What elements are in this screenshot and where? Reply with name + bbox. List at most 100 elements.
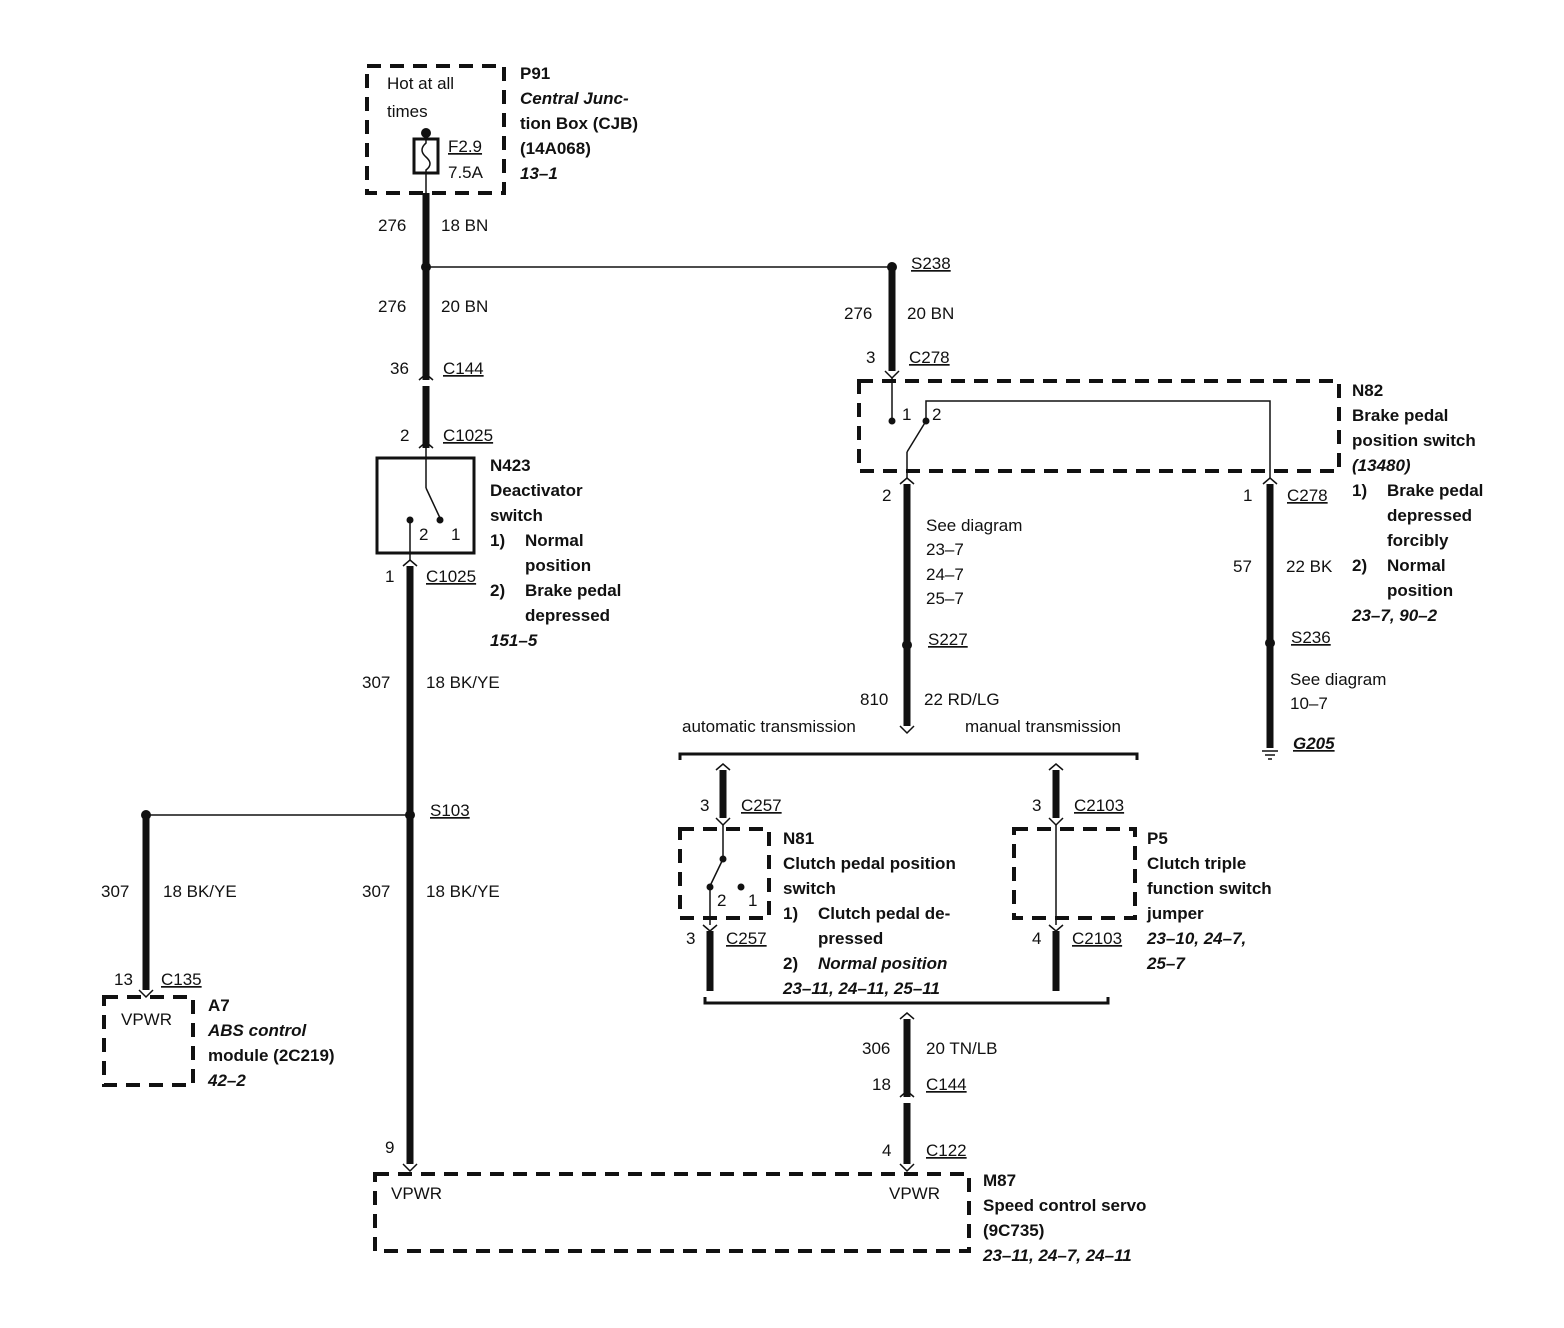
a7-vpwr-label: VPWR (121, 1010, 172, 1029)
c135-name: C135 (161, 970, 202, 989)
n81-pin-2: 2 (717, 891, 726, 910)
c1025-top-pin: 2 (400, 426, 409, 445)
n423-name-line2: switch (490, 506, 543, 525)
c257-top-name: C257 (741, 796, 782, 815)
m87-speed-control-servo: VPWR VPWR M87 Speed control servo (9C735… (373, 1171, 1146, 1265)
n423-item1-line2: position (525, 556, 591, 575)
p5-reference-line1: 23–10, 24–7, (1146, 929, 1246, 948)
a7-abs-branch: 307 18 BK/YE 13 C135 VPWR A7 ABS control… (101, 810, 410, 1090)
label-manual-transmission: manual transmission (965, 717, 1121, 736)
wire-307-main: 1 C1025 307 18 BK/YE S103 307 18 BK/YE 9 (362, 559, 500, 1173)
wire-57: 1 C278 57 22 BK S236 See diagram 10–7 G2… (1233, 477, 1386, 760)
n82-code: N82 (1352, 381, 1383, 400)
n82-name-line2: position switch (1352, 431, 1476, 450)
wire-276-right: S238 276 20 BN 3 C278 (844, 254, 954, 380)
m87-part-number: (9C735) (983, 1221, 1044, 1240)
wire-307-left-circuit: 307 (101, 882, 129, 901)
n82-contact-1-dot (888, 417, 896, 425)
label-automatic-transmission: automatic transmission (682, 717, 856, 736)
splice-s103-label: S103 (430, 801, 470, 820)
p91-box-outline (365, 64, 506, 195)
n81-item1-number: 1) (783, 904, 798, 923)
wire-810-circuit: 810 (860, 690, 888, 709)
splice-s238-label: S238 (911, 254, 951, 273)
c144-bottom-name: C144 (926, 1075, 967, 1094)
a7-name-line1: ABS control (207, 1021, 308, 1040)
n423-deactivator-switch: 2 1 N423 Deactivator switch 1) Normal po… (375, 448, 621, 650)
n82-item1-line1: Brake pedal (1387, 481, 1483, 500)
c144-top-name: C144 (443, 359, 484, 378)
m87-vpwr-right: VPWR (889, 1184, 940, 1203)
connector-c2103-top-down-arrow-icon (1048, 817, 1064, 827)
c144-bottom-pin: 18 (872, 1075, 891, 1094)
n81-clutch-pedal-position-switch: 3 C257 2 1 3 C257 N81 Clutch pedal posit… (678, 763, 956, 998)
p5-reference-line2: 25–7 (1146, 954, 1186, 973)
n81-code: N81 (783, 829, 814, 848)
p5-name-line3: jumper (1146, 904, 1204, 923)
connector-c144-bottom-arrow-icon (899, 1090, 915, 1098)
wire-276-right-circuit: 276 (844, 304, 872, 323)
n82-item1-line3: forcibly (1387, 531, 1449, 550)
m87-code: M87 (983, 1171, 1016, 1190)
lower-bus-bracket (703, 997, 1110, 1005)
connector-c257-top-down-arrow-icon (715, 817, 731, 827)
splice-s227-dot (902, 640, 912, 650)
wire-307-lower-circuit: 307 (362, 882, 390, 901)
n423-item2-line1: Brake pedal (525, 581, 621, 600)
wire-810-color: 22 RD/LG (924, 690, 1000, 709)
see-diagram-1-title: See diagram (926, 516, 1022, 535)
m87-reference: 23–11, 24–7, 24–11 (982, 1246, 1132, 1265)
c278-pin2-label: 2 (882, 486, 891, 505)
connector-c144-arrow-icon (418, 373, 434, 381)
wire-276-right-color: 20 BN (907, 304, 954, 323)
c257-top-pin: 3 (700, 796, 709, 815)
n81-name-line2: switch (783, 879, 836, 898)
connector-c257-top-arrow-icon (715, 763, 731, 771)
p91-reference: 13–1 (520, 164, 558, 183)
connector-c135-arrow-icon (138, 989, 154, 999)
n82-item2-line1: Normal (1387, 556, 1446, 575)
n423-item1-line1: Normal (525, 531, 584, 550)
m87-vpwr-left: VPWR (391, 1184, 442, 1203)
n423-reference: 151–5 (490, 631, 538, 650)
ground-g205-label: G205 (1293, 734, 1335, 753)
fuse-rating: 7.5A (448, 163, 484, 182)
n81-box-outline (678, 827, 771, 920)
connector-c122-arrow-icon (899, 1163, 915, 1173)
n82-item2-number: 2) (1352, 556, 1367, 575)
upper-bus-bracket (678, 752, 1139, 760)
p5-box-outline (1012, 827, 1137, 920)
wire-276-top-circuit: 276 (378, 216, 406, 235)
connector-c257-bottom-arrow-icon (702, 924, 718, 932)
wire-307-main-circuit: 307 (362, 673, 390, 692)
c278-pin1-name: C278 (1287, 486, 1328, 505)
wire-306-circuit: 306 (862, 1039, 890, 1058)
n81-reference: 23–11, 24–11, 25–11 (782, 979, 940, 998)
p5-name-line1: Clutch triple (1147, 854, 1246, 873)
fuse-element-icon (421, 133, 431, 195)
wire-810-arrow-icon (899, 725, 915, 735)
m87-pin9-arrow-icon (402, 1163, 418, 1173)
switch-contact-icon (709, 858, 724, 887)
see-diagram-1-ref2: 24–7 (926, 565, 964, 584)
c1025-bottom-name: C1025 (426, 567, 476, 586)
n81-item1-line2: pressed (818, 929, 883, 948)
wire-307-main-color: 18 BK/YE (426, 673, 500, 692)
see-diagram-1-ref1: 23–7 (926, 540, 964, 559)
connector-c2103-top-arrow-icon (1048, 763, 1064, 771)
c257-bottom-pin: 3 (686, 929, 695, 948)
n82-inner-pin-2: 2 (932, 405, 941, 424)
see-diagram-1-ref3: 25–7 (926, 589, 964, 608)
n423-pin-2: 2 (419, 525, 428, 544)
n81-item2-line1: Normal position (818, 954, 947, 973)
n81-item2-number: 2) (783, 954, 798, 973)
n423-item2-line2: depressed (525, 606, 610, 625)
connector-c278-pin1-arrow-icon (1262, 477, 1278, 485)
c278-top-pin: 3 (866, 348, 875, 367)
p91-name-line2: tion Box (CJB) (520, 114, 638, 133)
n81-name-line1: Clutch pedal position (783, 854, 956, 873)
c2103-top-pin: 3 (1032, 796, 1041, 815)
c135-pin: 13 (114, 970, 133, 989)
switch-contact-icon (906, 420, 927, 453)
n82-part-number: (13480) (1352, 456, 1411, 475)
